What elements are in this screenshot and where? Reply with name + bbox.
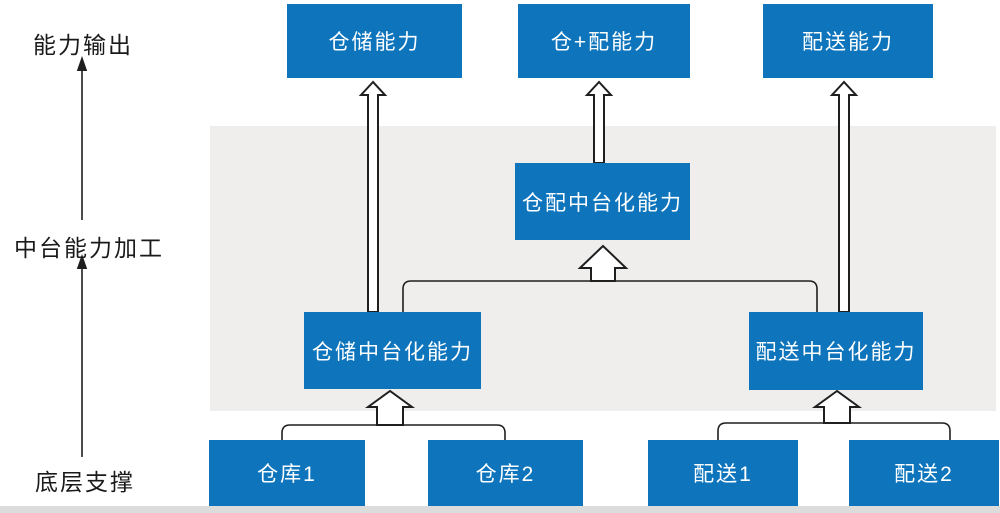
box-delivery-capability: 配送能力 bbox=[763, 4, 933, 78]
stage-label-processing: 中台能力加工 bbox=[14, 235, 164, 261]
arrow-warehouses-to-storage-mid bbox=[364, 389, 416, 426]
bracket-warehouses bbox=[281, 424, 506, 440]
box-combo-capability: 仓+配能力 bbox=[518, 4, 690, 78]
arrow-deliveries-to-delivery-mid bbox=[811, 389, 863, 424]
bottom-edge-strip bbox=[0, 506, 1000, 513]
box-storage-mid-platform: 仓储中台化能力 bbox=[304, 312, 481, 389]
arrow-combo-mid-to-combo-capability bbox=[584, 80, 614, 164]
bracket-deliveries bbox=[717, 422, 951, 440]
axis-arrowhead-upper bbox=[76, 56, 88, 71]
axis-arrowhead-lower bbox=[76, 254, 88, 269]
box-delivery-mid-platform: 配送中台化能力 bbox=[749, 312, 923, 390]
box-delivery-1: 配送1 bbox=[648, 440, 798, 506]
box-delivery-2: 配送2 bbox=[849, 440, 999, 506]
arrow-storage-mid-to-storage-capability bbox=[358, 80, 388, 313]
arrow-bracket-to-combo-mid bbox=[577, 244, 629, 282]
stage-label-foundation: 底层支撑 bbox=[35, 469, 135, 495]
box-warehouse-1: 仓库1 bbox=[209, 440, 365, 506]
box-combo-mid-platform: 仓配中台化能力 bbox=[515, 163, 690, 240]
stage-label-output: 能力输出 bbox=[33, 32, 133, 58]
box-warehouse-2: 仓库2 bbox=[428, 440, 583, 506]
box-storage-capability: 仓储能力 bbox=[287, 4, 462, 78]
arrow-delivery-mid-to-delivery-capability bbox=[829, 80, 859, 313]
bracket-mid-to-combo bbox=[402, 280, 818, 313]
